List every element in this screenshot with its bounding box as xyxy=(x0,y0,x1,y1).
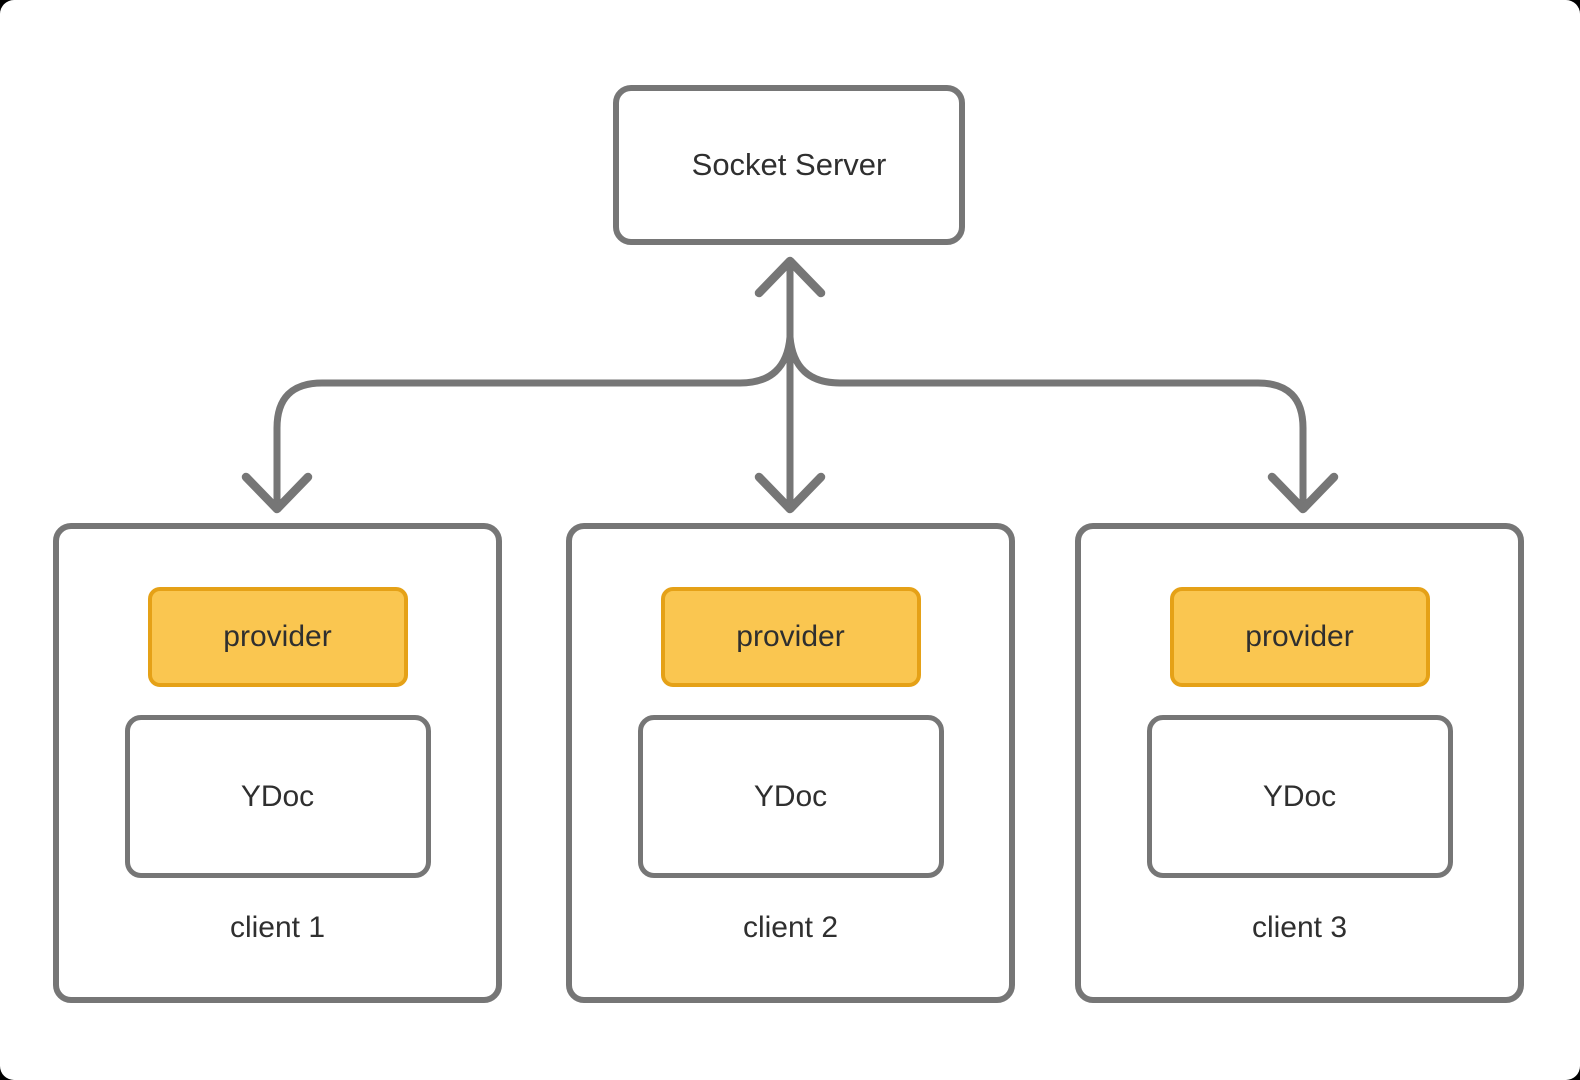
arrow-up-icon xyxy=(754,256,826,298)
client-3-box: provider YDoc client 3 xyxy=(1075,523,1524,1003)
client-1-provider-box: provider xyxy=(147,587,408,687)
provider-label: provider xyxy=(223,620,332,653)
provider-label: provider xyxy=(736,620,845,653)
ydoc-label: YDoc xyxy=(753,779,828,813)
client-1-box: provider YDoc client 1 xyxy=(53,523,502,1003)
client-1-ydoc-box: YDoc xyxy=(124,715,431,878)
right-branch-line xyxy=(786,333,1307,509)
arrow-down-center-icon xyxy=(754,472,826,514)
client-3-ydoc-box: YDoc xyxy=(1146,715,1453,878)
client-3-provider-box: provider xyxy=(1169,587,1430,687)
arrow-down-left-icon xyxy=(241,472,313,514)
client-2-box: provider YDoc client 2 xyxy=(566,523,1015,1003)
arrow-down-right-icon xyxy=(1267,472,1339,514)
provider-label: provider xyxy=(1245,620,1354,653)
socket-server-label: Socket Server xyxy=(691,147,887,182)
ydoc-label: YDoc xyxy=(240,779,315,813)
client-2-provider-box: provider xyxy=(660,587,921,687)
client-3-label: client 3 xyxy=(1251,911,1348,944)
client-2-ydoc-box: YDoc xyxy=(637,715,944,878)
left-branch-line xyxy=(273,333,794,509)
client-1-label: client 1 xyxy=(229,911,326,944)
socket-server-box: Socket Server xyxy=(613,85,965,245)
ydoc-label: YDoc xyxy=(1262,779,1337,813)
client-2-label: client 2 xyxy=(742,911,839,944)
